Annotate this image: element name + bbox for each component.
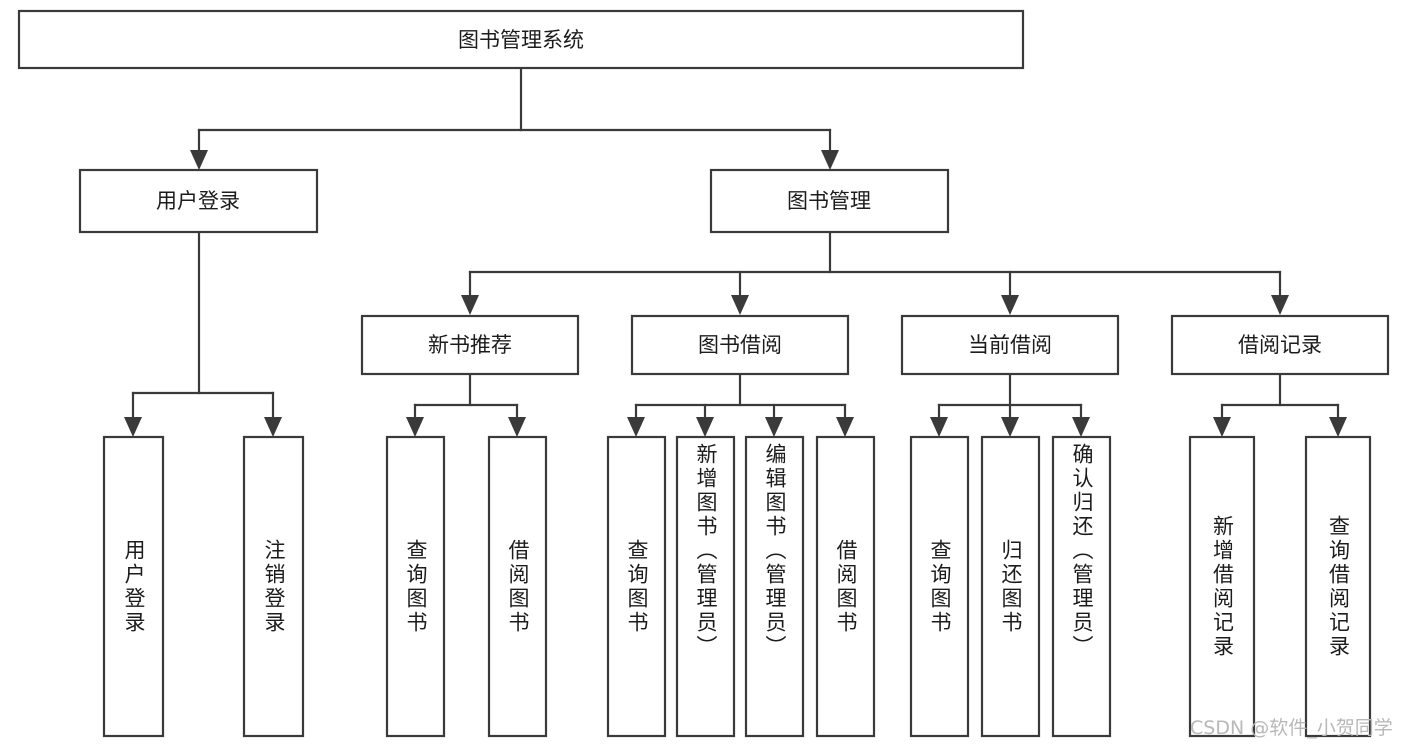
- arrow-current-borrow-leaf-0-icon: [930, 417, 948, 437]
- node-borrow-record[interactable]: 借阅记录: [1170, 314, 1390, 376]
- arrow-book-borrow-leaf-2-icon: [765, 417, 783, 437]
- watermark-text: CSDN @软件_小贺同学: [1190, 717, 1393, 739]
- node-book-mgmt-box[interactable]: [709, 168, 950, 234]
- node-new-book-recommend[interactable]: 新书推荐: [360, 314, 580, 376]
- leaf-box-book-borrow-0[interactable]: [606, 435, 667, 738]
- leaf-box-book-borrow-3[interactable]: [815, 435, 876, 738]
- arrow-current-borrow-leaf-1-icon: [1001, 417, 1019, 437]
- arrow-root-to-book-mgmt-icon: [821, 150, 839, 170]
- node-current-borrow[interactable]: 当前借阅: [900, 314, 1120, 376]
- leaf-box-current-borrow-0[interactable]: [909, 435, 970, 738]
- node-new-book-recommend-label: 新书推荐: [428, 333, 512, 357]
- node-current-borrow-box[interactable]: [900, 314, 1120, 376]
- node-root-label: 图书管理系统: [458, 28, 584, 52]
- arrow-to-book-borrow-icon: [731, 295, 749, 315]
- connector-group-book-mgmt: [461, 230, 1289, 315]
- connector-group-root: [190, 66, 839, 170]
- arrow-user-login-leaf-0-icon: [124, 417, 142, 437]
- node-current-borrow-label: 当前借阅: [968, 333, 1052, 357]
- node-borrow-record-box[interactable]: [1170, 314, 1390, 376]
- node-user-login[interactable]: 用户登录: [78, 168, 319, 234]
- arrow-book-borrow-leaf-3-icon: [836, 417, 854, 437]
- arrow-to-new-book-icon: [461, 295, 479, 315]
- connector-group-new-book: [406, 372, 526, 437]
- leaf-box-borrow-record-1[interactable]: [1304, 435, 1372, 738]
- arrow-new-book-leaf-1-icon: [508, 417, 526, 437]
- arrow-to-borrow-record-icon: [1271, 295, 1289, 315]
- arrow-to-current-borrow-icon: [1001, 295, 1019, 315]
- node-user-login-label: 用户登录: [156, 189, 240, 213]
- arrow-borrow-record-leaf-1-icon: [1329, 417, 1347, 437]
- leaf-box-book-borrow-2[interactable]: [744, 435, 805, 738]
- arrow-borrow-record-leaf-0-icon: [1213, 417, 1231, 437]
- node-book-mgmt[interactable]: 图书管理: [709, 168, 950, 234]
- node-book-borrow[interactable]: 图书借阅: [630, 314, 850, 376]
- leaf-box-current-borrow-2[interactable]: [1051, 435, 1112, 738]
- arrow-new-book-leaf-0-icon: [406, 417, 424, 437]
- leaf-box-new-book-1[interactable]: [487, 435, 548, 738]
- node-root-box[interactable]: [17, 9, 1025, 70]
- leaf-box-borrow-record-0[interactable]: [1188, 435, 1256, 738]
- leaf-box-book-borrow-1[interactable]: [675, 435, 736, 738]
- arrow-book-borrow-leaf-1-icon: [696, 417, 714, 437]
- leaf-box-user-login-1[interactable]: [242, 435, 305, 738]
- connector-group-book-borrow: [627, 372, 854, 437]
- connector-group-current-borrow: [930, 372, 1090, 437]
- arrow-user-login-leaf-1-icon: [264, 417, 282, 437]
- node-root[interactable]: 图书管理系统: [17, 9, 1025, 70]
- node-user-login-box[interactable]: [78, 168, 319, 234]
- leaf-box-new-book-0[interactable]: [385, 435, 446, 738]
- node-borrow-record-label: 借阅记录: [1238, 333, 1322, 357]
- node-book-borrow-box[interactable]: [630, 314, 850, 376]
- connector-group-borrow-record: [1213, 372, 1347, 437]
- arrow-current-borrow-leaf-2-icon: [1072, 417, 1090, 437]
- leaf-box-current-borrow-1[interactable]: [980, 435, 1041, 738]
- node-book-borrow-label: 图书借阅: [698, 333, 782, 357]
- leaf-box-user-login-0[interactable]: [102, 435, 165, 738]
- node-new-book-recommend-box[interactable]: [360, 314, 580, 376]
- arrow-book-borrow-leaf-0-icon: [627, 417, 645, 437]
- arrow-root-to-user-login-icon: [190, 150, 208, 170]
- node-book-mgmt-label: 图书管理: [787, 189, 871, 213]
- connector-group-user-login: [124, 230, 282, 437]
